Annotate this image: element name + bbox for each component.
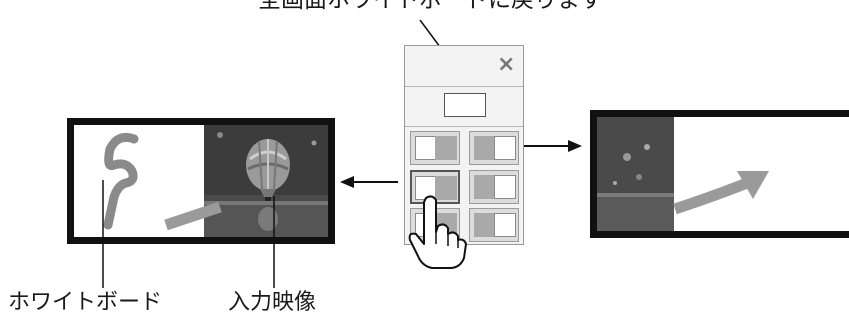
layout-control-panel: ×	[404, 45, 524, 245]
label-input-video: 入力映像	[228, 290, 317, 315]
leader-line-input-video	[273, 240, 275, 288]
panel-header: ×	[405, 46, 523, 87]
right-scribble-arrow	[673, 171, 769, 215]
whiteboard-scribble	[103, 132, 222, 231]
panel-fullscreen-row	[405, 86, 523, 127]
right-video-photo	[597, 117, 674, 231]
layout-button-6[interactable]	[469, 208, 519, 242]
leader-line-whiteboard-upper	[102, 180, 104, 242]
layout-button-3[interactable]	[410, 170, 460, 204]
close-icon[interactable]: ×	[497, 52, 516, 77]
leader-line-whiteboard	[102, 240, 104, 288]
arrow-to-left	[340, 176, 398, 188]
right-input-video-area	[597, 117, 674, 231]
arrow-to-right	[524, 140, 582, 152]
layout-button-1[interactable]	[410, 131, 460, 165]
right-display-frame	[590, 110, 849, 238]
balloon-photo	[204, 125, 328, 237]
label-whiteboard: ホワイトボード	[8, 290, 163, 315]
fullscreen-whiteboard-button[interactable]	[444, 93, 486, 117]
pointing-hand-icon	[408, 195, 467, 269]
callout-top-text: 全画面ホワイトボードに戻ります	[258, 0, 603, 13]
input-video-area	[204, 125, 328, 237]
layout-button-4[interactable]	[469, 170, 519, 204]
layout-button-2[interactable]	[469, 131, 519, 165]
leader-line-input-video-upper	[273, 196, 275, 242]
left-display-frame	[67, 118, 335, 244]
